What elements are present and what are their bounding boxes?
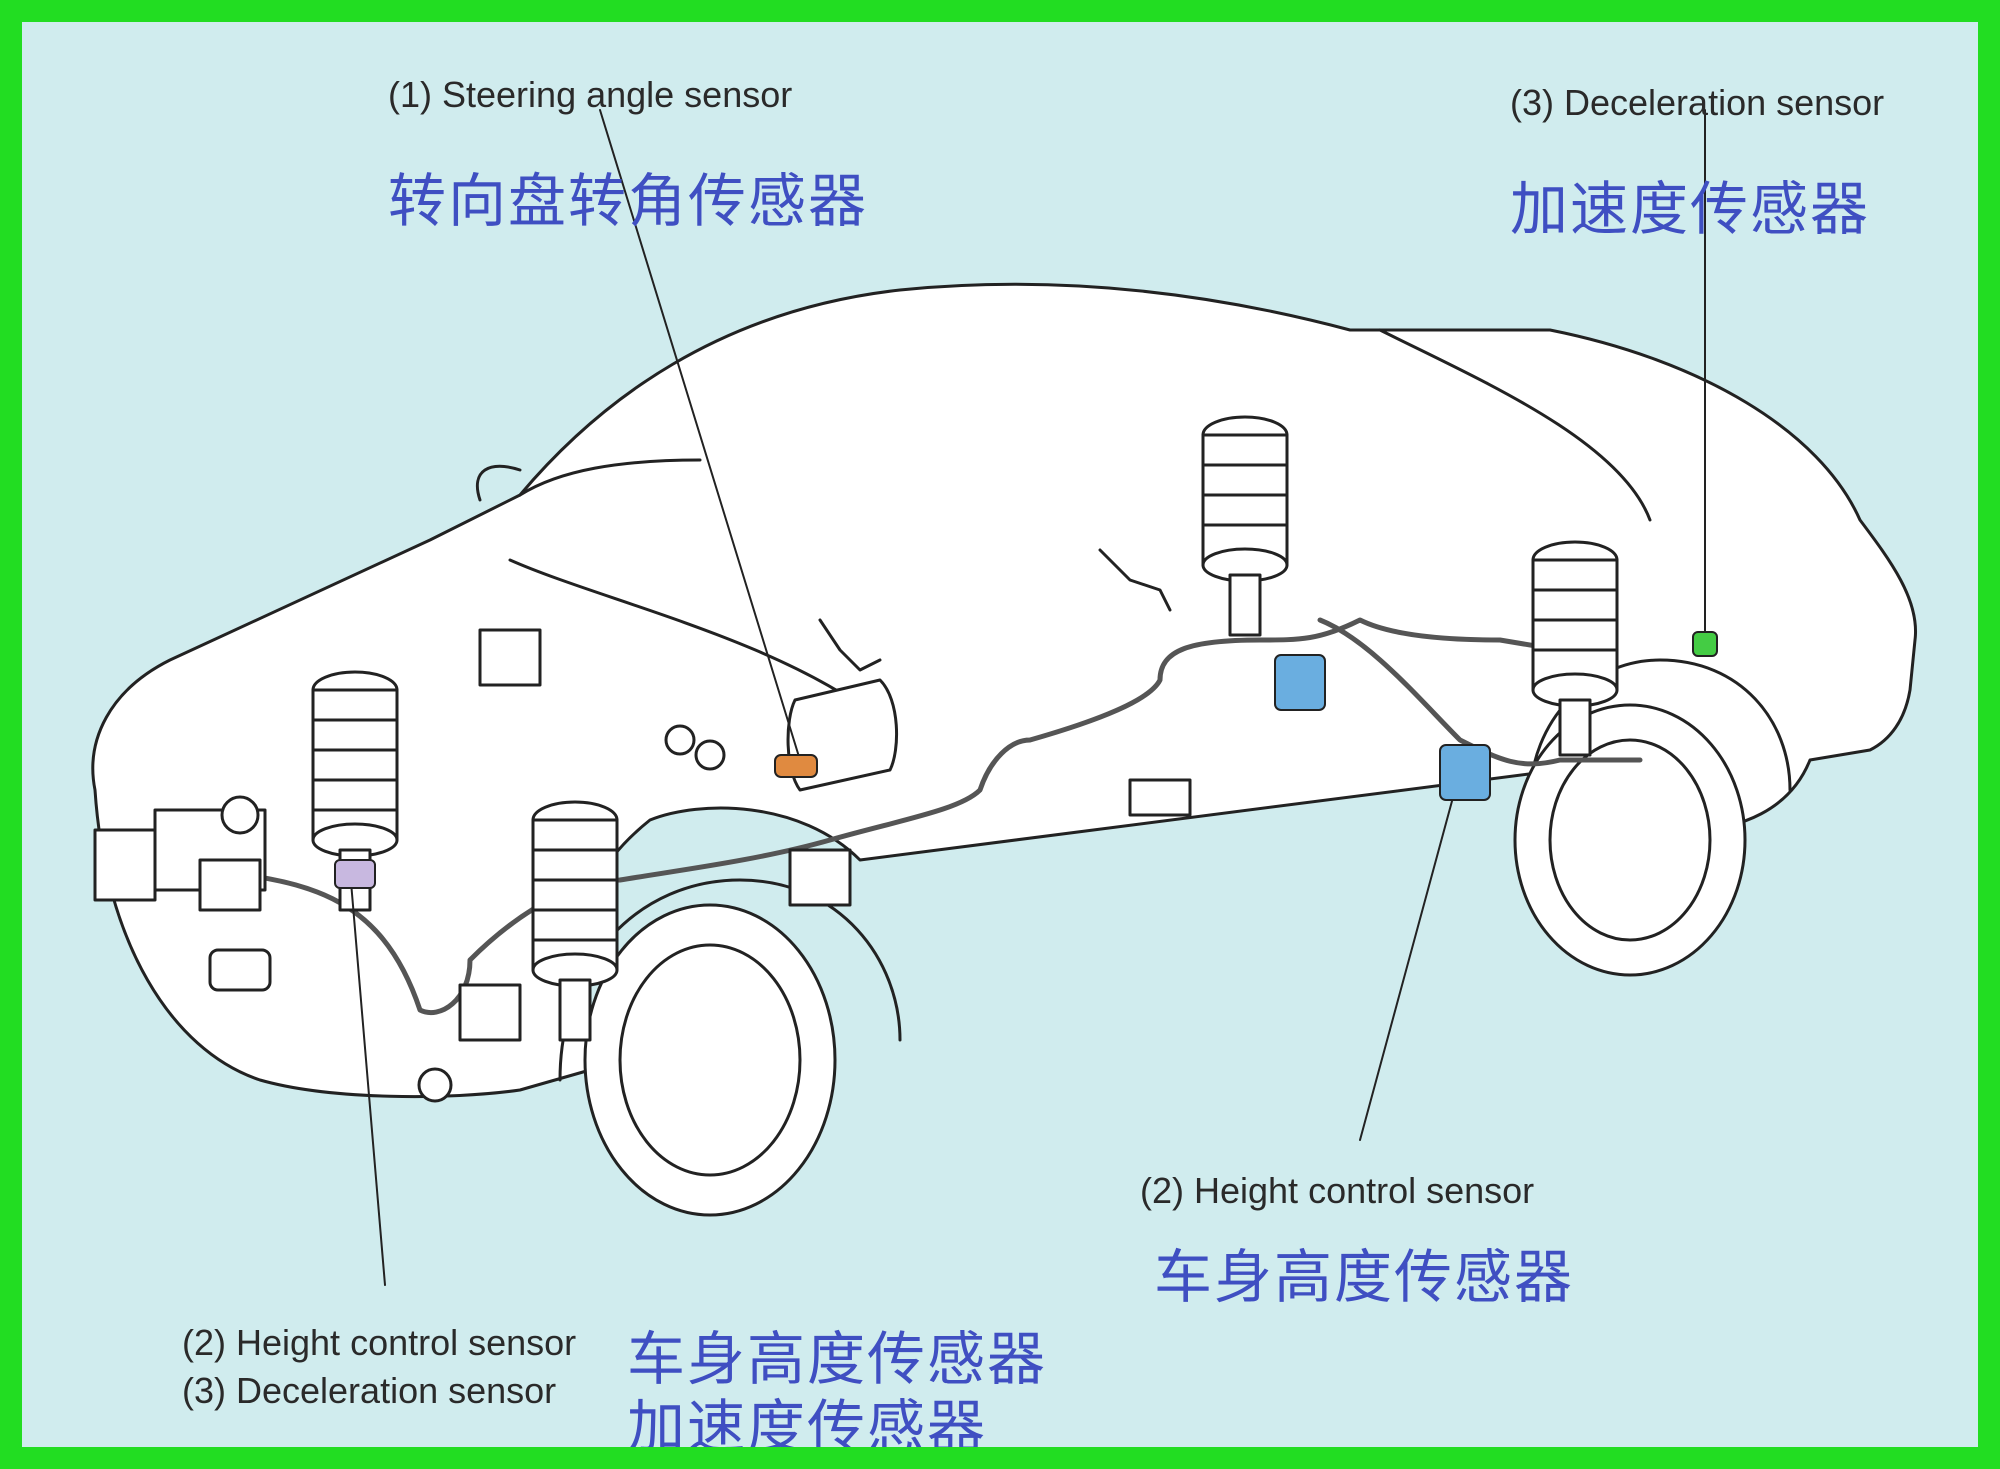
height-sensor-left-label-en: (2) Height control sensor xyxy=(182,1322,577,1363)
height-sensor-right-label-en: (2) Height control sensor xyxy=(1140,1170,1535,1211)
bracket-part xyxy=(818,618,882,672)
height-control-sensor-front xyxy=(334,859,376,889)
decel-sensor-top-label-cn: 加速度传感器 xyxy=(1510,175,1871,243)
deceleration-sensor-rear xyxy=(1692,631,1718,657)
rear-window-line xyxy=(1378,328,1652,522)
decel-sensor-top-label-en: (3) Deceleration sensor xyxy=(1510,82,1885,123)
decel-sensor-left-label-cn: 加速度传感器 xyxy=(627,1393,988,1461)
car-suspension-diagram xyxy=(91,109,1918,1286)
height-sensor-right-label-cn: 车身高度传感器 xyxy=(1154,1243,1575,1311)
compressor-assembly xyxy=(93,795,267,912)
leader-height-right xyxy=(1359,789,1456,1141)
small-components xyxy=(208,628,1192,1103)
decel-sensor-left-label-en: (3) Deceleration sensor xyxy=(182,1370,557,1411)
bracket-part-rear xyxy=(1098,548,1172,612)
height-sensor-left-label-cn: 车身高度传感器 xyxy=(627,1325,1048,1393)
leader-height-left xyxy=(349,869,386,1286)
front-left-air-spring xyxy=(311,670,399,912)
air-line-main xyxy=(197,617,1563,1015)
height-control-sensor-rear-right xyxy=(1439,744,1491,801)
roof-line xyxy=(518,458,702,497)
leader-steering xyxy=(599,109,801,761)
rear-wheel-arch xyxy=(1528,658,1792,802)
rear-wheel-hub xyxy=(1548,738,1712,942)
steering-sensor-label-cn: 转向盘转角传感器 xyxy=(388,167,869,235)
steering-sensor-label-en: (1) Steering angle sensor xyxy=(388,74,793,115)
air-line-rear xyxy=(1317,617,1643,767)
steering-angle-sensor xyxy=(774,754,818,778)
front-right-air-spring xyxy=(531,800,619,1042)
front-wheel-hub xyxy=(618,943,802,1177)
side-mirror xyxy=(475,464,522,502)
height-control-sensor-rear-left xyxy=(1274,654,1326,711)
rear-left-air-spring xyxy=(1201,415,1289,637)
rear-right-air-spring xyxy=(1531,540,1619,757)
front-wheel xyxy=(583,903,837,1217)
